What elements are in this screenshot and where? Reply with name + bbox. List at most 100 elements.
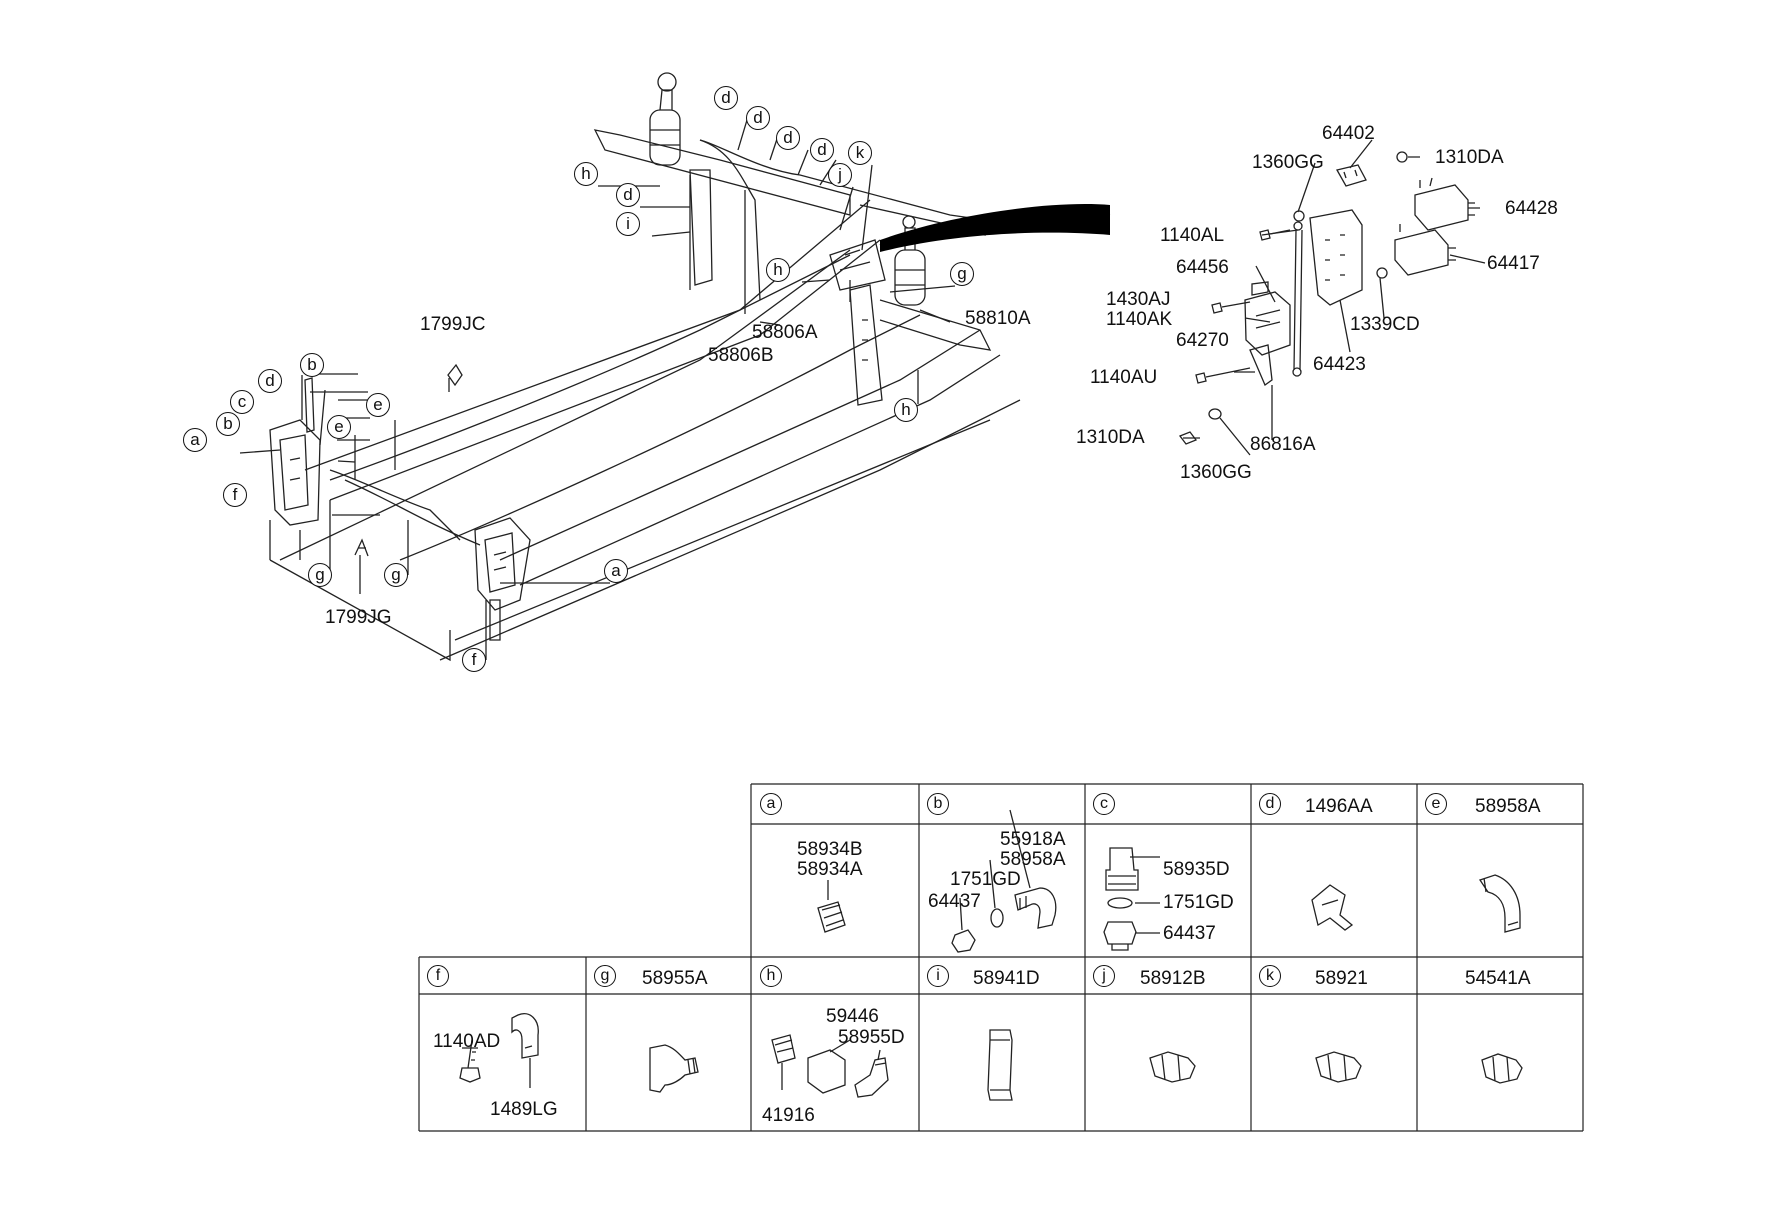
callout-k1: k	[848, 141, 872, 165]
label-64270: 64270	[1176, 330, 1229, 351]
legend-d-title: 1496AA	[1305, 796, 1373, 817]
callout-a2: a	[604, 559, 628, 583]
legend-b-part-4: 64437	[928, 891, 981, 912]
legend-c-part-3: 64437	[1163, 923, 1216, 944]
legend-b-part-3: 1751GD	[950, 869, 1021, 890]
label-1140al: 1140AL	[1160, 225, 1225, 246]
front-bracket-left	[269, 419, 321, 526]
legend-d-clip	[1311, 884, 1354, 931]
callout-e2: e	[366, 393, 390, 417]
label-58806a: 58806A	[752, 322, 818, 343]
callout-d4: d	[776, 126, 800, 150]
legend-g-letter: g	[594, 965, 616, 987]
legend-a-part-2: 58934A	[797, 859, 863, 880]
legend-h-elbow	[854, 1057, 889, 1098]
label-64456: 64456	[1176, 257, 1229, 278]
callout-d6: d	[258, 369, 282, 393]
frame-outer-line-1	[279, 249, 851, 561]
legend-g-elbow	[649, 1044, 699, 1093]
solenoid-64428	[1414, 184, 1469, 231]
label-1799jg: 1799JG	[325, 607, 392, 628]
frame-rail-right-bottom	[519, 354, 1001, 586]
legend-c-part-1: 58935D	[1163, 859, 1230, 880]
legend-grid	[418, 783, 1584, 1132]
label-58810a: 58810A	[965, 308, 1031, 329]
legend-a-part-1: 58934B	[797, 839, 863, 860]
bracket-64423	[1309, 209, 1363, 306]
callout-e1: e	[327, 415, 351, 439]
legend-k-letter: k	[1259, 965, 1281, 987]
legend-b-part-2: 58958A	[1000, 849, 1066, 870]
label-86816a: 86816A	[1250, 434, 1316, 455]
legend-e-title: 58958A	[1475, 796, 1541, 817]
air-line-left	[329, 254, 851, 481]
air-line-front	[344, 479, 481, 546]
callout-b1: b	[300, 353, 324, 377]
plate-64402	[1336, 164, 1367, 187]
callout-g3: g	[384, 563, 408, 587]
rear-hanger-right	[849, 284, 883, 406]
frame-rail-right-top	[499, 329, 981, 561]
legend-f-part-2: 1489LG	[490, 1099, 558, 1120]
washer-1360gg-bottom	[1208, 408, 1222, 420]
legend-f-part-1: 1140AD	[433, 1031, 501, 1052]
linkage-rod-64456	[1293, 229, 1303, 371]
legend-i-nipple	[987, 1029, 1013, 1101]
callout-d3: d	[746, 106, 770, 130]
label-1140ak: 1140AK	[1106, 309, 1173, 330]
label-1339cd: 1339CD	[1350, 314, 1420, 335]
legend-h-fitting	[771, 1034, 796, 1064]
bracket-86816a	[1249, 344, 1273, 386]
legend-f-letter: f	[427, 965, 449, 987]
callout-h2: h	[766, 258, 790, 282]
rear-cross-member	[593, 129, 851, 216]
rear-hanger-right-holes	[862, 319, 868, 361]
frame-outer-line-2	[439, 399, 1021, 661]
clip-1799jc	[447, 363, 463, 387]
nut-1339cd	[1376, 267, 1388, 279]
legend-e-elbow	[1478, 874, 1521, 933]
air-line-cross	[329, 469, 461, 541]
callout-d2: d	[714, 86, 738, 110]
label-1430aj: 1430AJ	[1106, 289, 1171, 310]
frame-bottom-edge	[269, 559, 451, 662]
legend-i-letter: i	[927, 965, 949, 987]
air-spring-left	[649, 109, 681, 166]
legend-c-nut	[1103, 921, 1137, 951]
callout-f1: f	[223, 483, 247, 507]
solenoid-64417	[1394, 229, 1449, 276]
legend-a-letter: a	[760, 793, 782, 815]
legend-k-title: 58921	[1315, 968, 1368, 989]
callout-f2: f	[462, 648, 486, 672]
label-58806b: 58806B	[708, 345, 774, 366]
callout-g1: g	[950, 262, 974, 286]
rear-hanger-left	[689, 169, 713, 286]
label-64423: 64423	[1313, 354, 1366, 375]
label-64428: 64428	[1505, 198, 1558, 219]
legend-c-letter: c	[1093, 793, 1115, 815]
legend-k-coupler	[1315, 1051, 1362, 1083]
air-spring-right	[894, 249, 926, 306]
front-column-right	[489, 599, 501, 641]
legend-h-part-3: 41916	[762, 1105, 815, 1126]
clip-1799jg	[354, 538, 369, 557]
callout-g2: g	[308, 563, 332, 587]
legend-f-bolt	[459, 1039, 481, 1083]
callout-i1: i	[616, 212, 640, 236]
washer-1360gg-top	[1293, 210, 1305, 222]
label-1140au: 1140AU	[1090, 367, 1158, 388]
legend-h-part-2: 58955D	[838, 1027, 905, 1048]
callout-d1: d	[616, 183, 640, 207]
legend-j-letter: j	[1093, 965, 1115, 987]
label-1799jc: 1799JC	[420, 314, 486, 335]
nut-1310da-top	[1396, 151, 1408, 163]
leveling-valve-rear	[829, 239, 886, 291]
callout-a1: a	[183, 428, 207, 452]
valve-body-64270	[1244, 291, 1291, 356]
bolt-1140au	[1195, 367, 1251, 384]
legend-c-washer	[1107, 897, 1133, 909]
legend-c-part-2: 1751GD	[1163, 892, 1234, 913]
label-1310da-bottom: 1310DA	[1076, 427, 1145, 448]
legend-e-letter: e	[1425, 793, 1447, 815]
